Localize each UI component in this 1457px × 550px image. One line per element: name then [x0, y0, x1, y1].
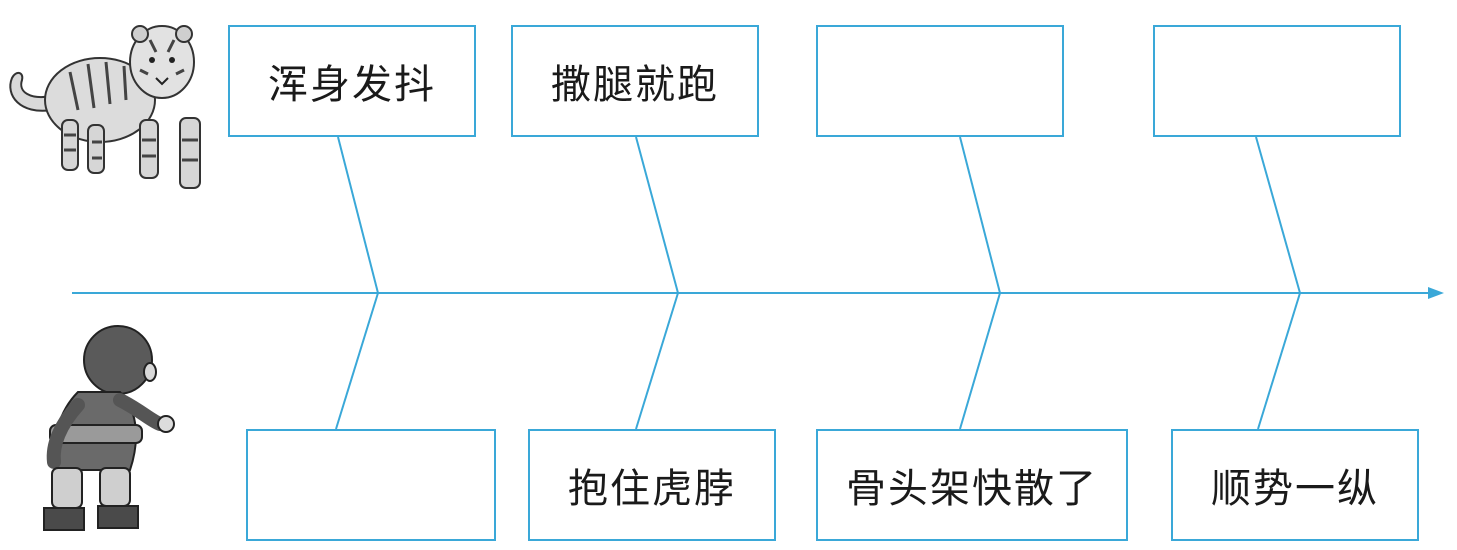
answer-box-top-3: [816, 25, 1064, 137]
boy-illustration: [43, 325, 175, 531]
answer-box-top-4: [1153, 25, 1401, 137]
answer-box-bottom-4: 顺势一纵: [1171, 429, 1419, 541]
connector-top-4: [1255, 136, 1301, 294]
answer-box-bottom-3: 骨头架快散了: [816, 429, 1128, 541]
tiger-illustration: [9, 25, 201, 189]
answer-box-bottom-3-text: 骨头架快散了: [846, 466, 1098, 512]
connector-top-3: [959, 136, 1001, 294]
answer-box-bottom-4-text: 顺势一纵: [1211, 466, 1379, 512]
axis-arrowhead: [1428, 287, 1444, 299]
answer-box-top-2: 撒腿就跑: [511, 25, 759, 137]
connector-bottom-4: [1257, 292, 1301, 430]
connector-bottom-3: [959, 292, 1001, 430]
answer-box-top-1-text: 浑身发抖: [268, 62, 436, 108]
answer-box-bottom-1: [246, 429, 496, 541]
answer-box-top-2-text: 撒腿就跑: [551, 62, 719, 108]
answer-box-bottom-2-text: 抱住虎脖: [568, 466, 736, 512]
connector-bottom-2: [635, 292, 679, 430]
connector-bottom-1: [335, 292, 379, 430]
answer-box-bottom-2: 抱住虎脖: [528, 429, 776, 541]
connector-top-1: [337, 136, 379, 294]
connector-top-2: [635, 136, 679, 294]
answer-box-top-1: 浑身发抖: [228, 25, 476, 137]
